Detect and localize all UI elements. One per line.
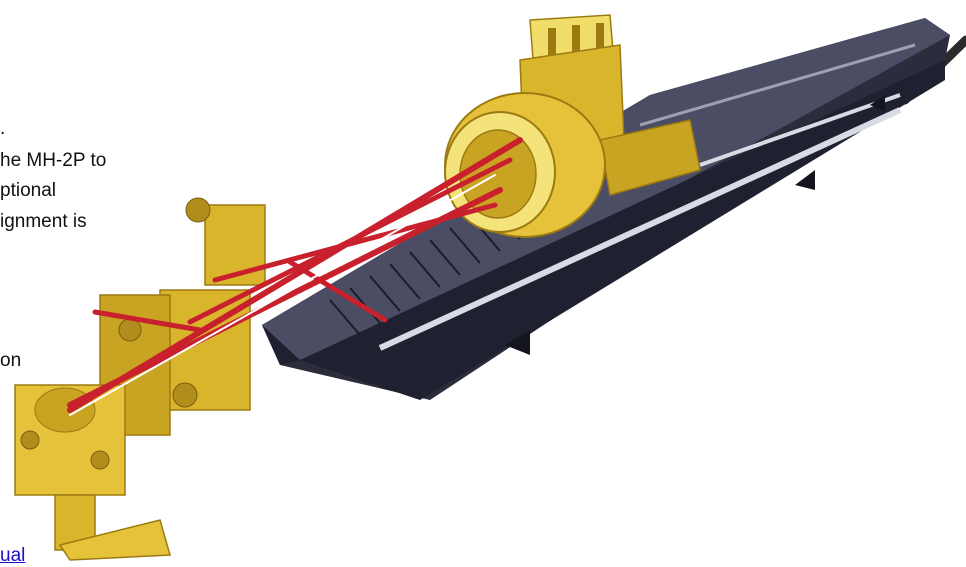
caption-fragment-2: he MH-2P to	[0, 150, 107, 171]
cylindrical-lens-mount	[444, 14, 701, 238]
caption-fragment-1: .	[0, 118, 6, 139]
caption-fragment-4: ignment is	[0, 211, 87, 232]
caption-fragment-5: on	[0, 350, 22, 371]
optical-rail	[262, 18, 950, 400]
mirror-mount	[14, 197, 266, 561]
manual-link[interactable]: ual	[0, 545, 26, 566]
caption-fragment-3: ptional	[0, 180, 56, 201]
laser-beam	[67, 137, 523, 416]
